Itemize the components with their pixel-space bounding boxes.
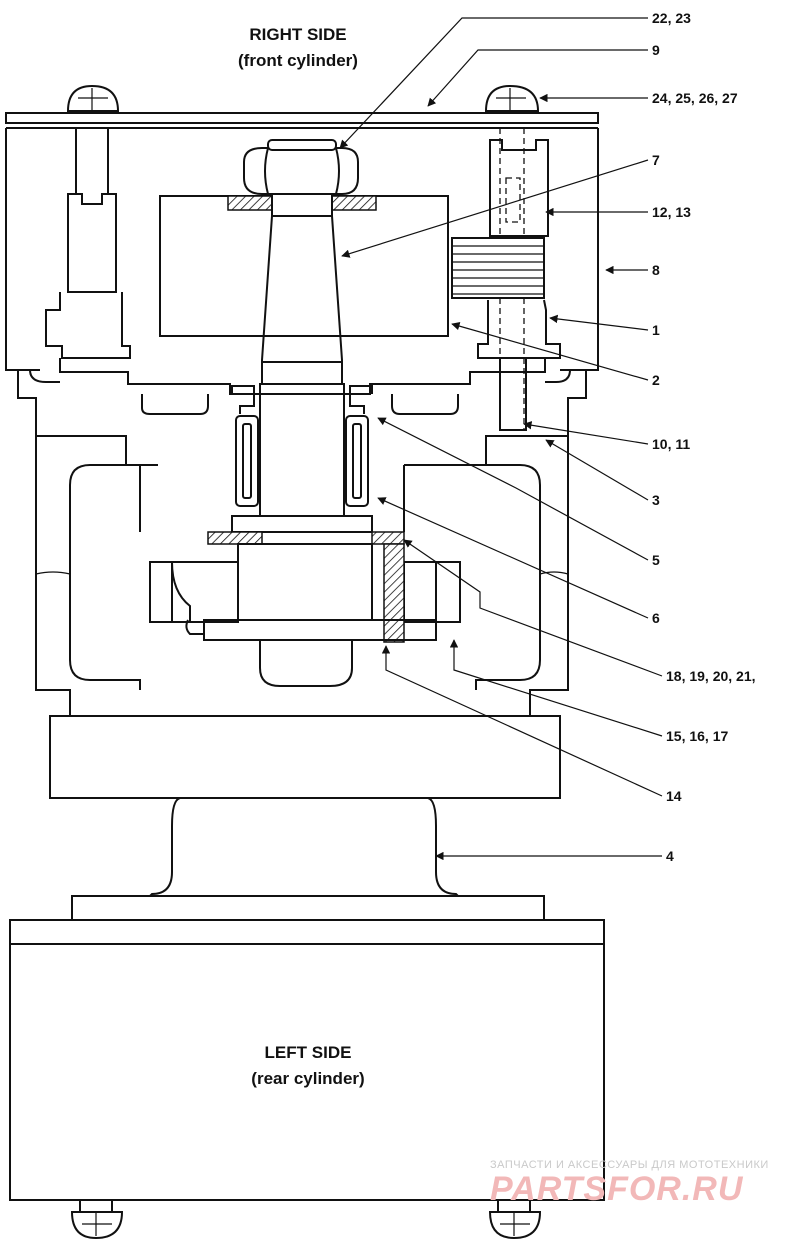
washer-top [227, 193, 377, 217]
gear-assembly [149, 531, 461, 687]
right-side-title: RIGHT SIDE [249, 25, 346, 44]
left-side-subtitle: (rear cylinder) [251, 1069, 364, 1088]
shaft-body [259, 383, 345, 517]
coupling-neck [149, 797, 459, 897]
callout-12-13: 12, 13 [652, 204, 691, 220]
top-left-bolt [66, 84, 120, 112]
callout-8: 8 [652, 262, 660, 278]
callout-3: 3 [652, 492, 660, 508]
lower-flange [49, 715, 561, 799]
callout-24-27: 24, 25, 26, 27 [652, 90, 738, 106]
left-side-title: LEFT SIDE [265, 1043, 352, 1062]
watermark-caption: ЗАПЧАСТИ И АКСЕССУАРЫ ДЛЯ МОТОТЕХНИКИ [490, 1159, 769, 1171]
oil-seal-left [231, 385, 259, 507]
callout-7: 7 [652, 152, 660, 168]
callout-15-17: 15, 16, 17 [666, 728, 728, 744]
spring-coil [451, 237, 545, 299]
tapered-shaft [261, 215, 343, 385]
bottom-left-bolt [70, 1199, 124, 1240]
callout-14: 14 [666, 788, 682, 804]
callout-18-21: 18, 19, 20, 21, [666, 668, 756, 684]
callout-2: 2 [652, 372, 660, 388]
top-cover [5, 112, 599, 129]
callout-22-23: 22, 23 [652, 10, 691, 26]
lower-housing [35, 436, 569, 717]
leader-lines [339, 17, 663, 861]
callout-10-11: 10, 11 [652, 436, 690, 452]
right-side-subtitle: (front cylinder) [238, 51, 358, 70]
callout-9: 9 [652, 42, 660, 58]
left-stud [45, 128, 131, 359]
bottom-right-bolt [488, 1199, 542, 1240]
right-collar [477, 299, 561, 431]
upper-housing [5, 128, 599, 466]
callout-1: 1 [652, 322, 660, 338]
oil-seal-right [345, 385, 373, 507]
callout-4: 4 [666, 848, 674, 864]
shaft-collar [231, 515, 373, 533]
top-right-bolt [484, 84, 540, 112]
hex-nut [243, 139, 359, 195]
callout-6: 6 [652, 610, 660, 626]
watermark-brand: PARTSFOR.RU [490, 1170, 744, 1208]
callout-5: 5 [652, 552, 660, 568]
